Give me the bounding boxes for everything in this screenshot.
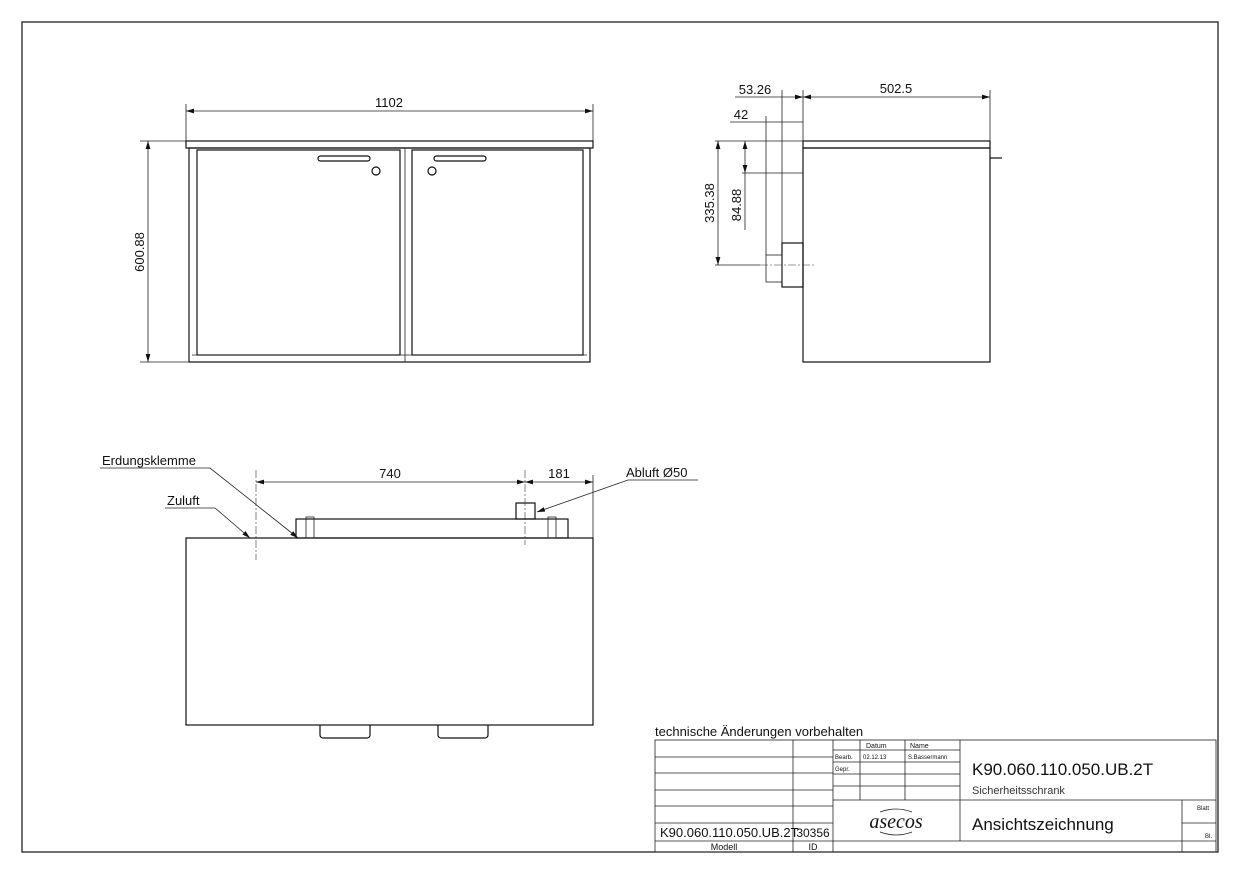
handle-icon <box>437 725 489 739</box>
asecos-logo: asecos <box>869 811 923 833</box>
edited-date: 02.12.13 <box>863 755 887 761</box>
dim-181: 181 <box>548 466 570 481</box>
logo-swoosh-icon <box>879 808 913 836</box>
edited-name: S.Bassermann <box>908 755 947 761</box>
lock-icon <box>371 166 381 176</box>
checked-label: Gepr. <box>835 767 850 773</box>
door-handle-icon <box>317 155 371 162</box>
front-view: 1102 600.88 <box>132 95 594 363</box>
edited-label: Bearb. <box>835 755 853 761</box>
dim-offset-1: 53.26 <box>739 82 772 97</box>
product-name: Sicherheitsschrank <box>972 785 1065 797</box>
lock-icon <box>427 166 437 176</box>
name-header: Name <box>910 743 929 750</box>
sheet-label: Blatt <box>1197 806 1209 812</box>
drawing-type: Ansichtszeichnung <box>972 815 1114 834</box>
change-note: technische Änderungen vorbehalten <box>655 724 863 739</box>
drawing-border <box>21 21 1219 853</box>
dim-width: 1102 <box>375 95 403 110</box>
label-abluft: Abluft Ø50 <box>626 465 687 480</box>
left-door <box>196 149 401 356</box>
dim-height-2: 84.88 <box>729 189 744 222</box>
model-label: Modell <box>711 842 738 852</box>
dim-740: 740 <box>379 466 401 481</box>
top-view: 740 181 Erdungsklemme Zuluft Abluft Ø50 <box>100 453 698 739</box>
label-zuluft: Zuluft <box>167 493 200 508</box>
id-value: 30356 <box>796 826 830 840</box>
door-handle-icon <box>433 155 487 162</box>
title-block: technische Änderungen vorbehalten K90.06… <box>654 724 1217 853</box>
model-value: K90.060.110.050.UB.2T <box>660 825 799 840</box>
right-door <box>411 149 584 356</box>
dim-offset-2: 42 <box>734 107 748 122</box>
dim-height: 600.88 <box>132 232 147 272</box>
drawing-number: K90.060.110.050.UB.2T <box>972 760 1153 779</box>
side-view: 502.5 53.26 42 335.38 84.88 <box>702 81 1002 363</box>
dim-depth: 502.5 <box>880 81 913 96</box>
label-erdungsklemme: Erdungsklemme <box>102 453 196 468</box>
handle-icon <box>319 725 371 739</box>
sheet-value: Bl. <box>1205 834 1212 840</box>
dim-height-1: 335.38 <box>702 183 717 223</box>
date-header: Datum <box>866 743 887 750</box>
id-label: ID <box>809 842 819 852</box>
